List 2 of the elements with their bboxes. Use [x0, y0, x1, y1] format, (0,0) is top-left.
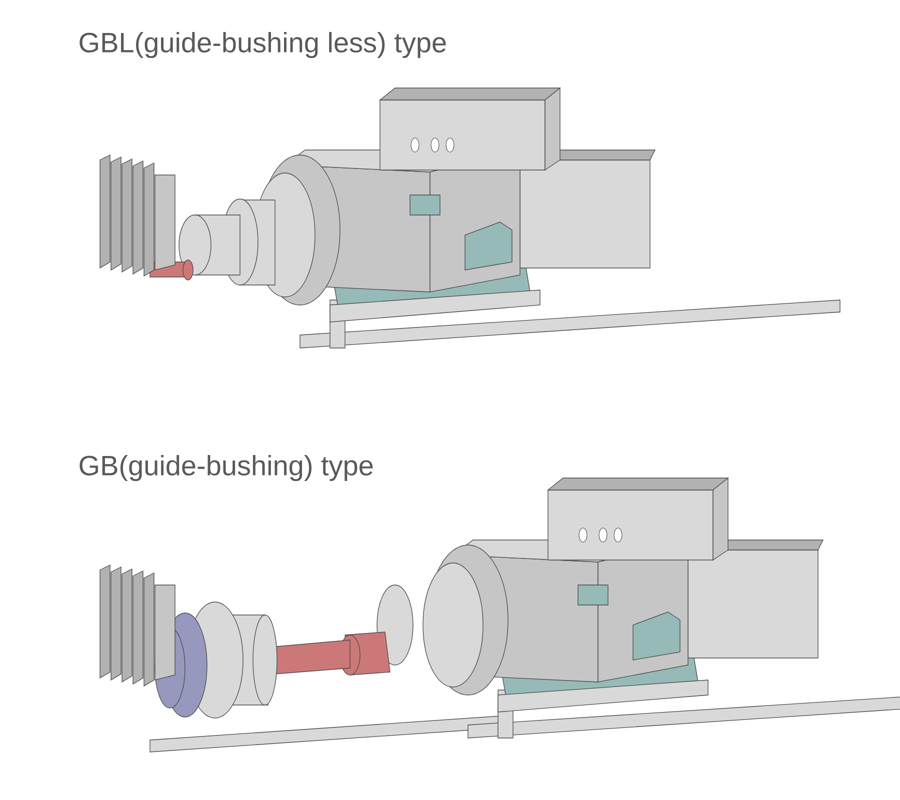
heading: GB(guide-bushing) type: [80, 454, 373, 482]
heading: GBL(guide-bushing less) type: [80, 32, 446, 58]
